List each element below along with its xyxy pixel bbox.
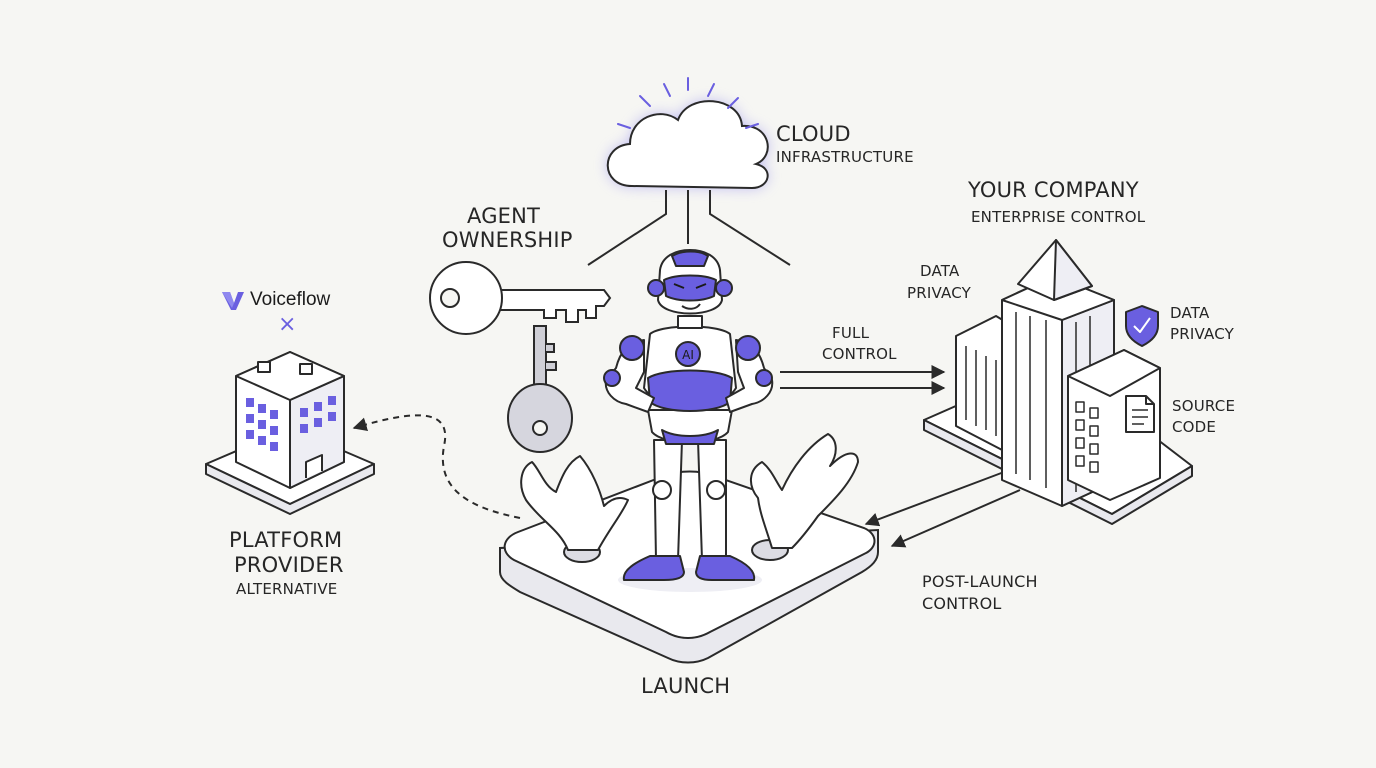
- source-code-line2: CODE: [1172, 418, 1217, 436]
- your-company-subtitle: ENTERPRISE CONTROL: [971, 208, 1146, 226]
- platform-provider-line1: PLATFORM: [229, 528, 343, 552]
- data-privacy-right-line1: DATA: [1170, 304, 1210, 322]
- platform-provider-line3: ALTERNATIVE: [236, 580, 338, 598]
- post-launch-line1: POST-LAUNCH: [922, 572, 1038, 591]
- launch-label: LAUNCH: [641, 674, 731, 698]
- data-privacy-top-line1: DATA: [920, 262, 960, 280]
- document-icon: [1125, 395, 1155, 433]
- full-control-line2: CONTROL: [822, 345, 897, 363]
- agent-ownership-line2: OWNERSHIP: [442, 228, 573, 252]
- post-launch-arrows: [864, 471, 1021, 548]
- cloud-title: CLOUD: [776, 122, 851, 146]
- platform-building-icon: [205, 351, 375, 515]
- robot-icon: AI: [603, 249, 774, 581]
- dashed-connector: [352, 414, 521, 519]
- hands-icon: [520, 433, 859, 551]
- robot-badge-text: AI: [682, 348, 694, 362]
- platform-provider-line2: PROVIDER: [234, 553, 344, 577]
- brand-name: Voiceflow: [250, 289, 331, 310]
- source-code-line1: SOURCE: [1172, 397, 1236, 415]
- voiceflow-logo: Voiceflow: [220, 286, 330, 314]
- post-launch-line2: CONTROL: [922, 594, 1002, 613]
- held-key-icon: [507, 325, 573, 453]
- shield-icon: [1125, 305, 1159, 347]
- your-company-title: YOUR COMPANY: [968, 178, 1139, 202]
- voiceflow-mark-icon: [222, 292, 244, 310]
- full-control-line1: FULL: [832, 324, 870, 342]
- cloud-subtitle: INFRASTRUCTURE: [776, 148, 914, 166]
- data-privacy-top-line2: PRIVACY: [907, 284, 971, 302]
- brand-times-sign: ×: [278, 312, 297, 337]
- company-building-icon: [923, 239, 1193, 525]
- data-privacy-right-line2: PRIVACY: [1170, 325, 1234, 343]
- agent-ownership-line1: AGENT: [467, 204, 541, 228]
- key-icon: [429, 261, 612, 335]
- cloud-icon: [587, 77, 791, 266]
- full-control-arrows: [780, 365, 946, 395]
